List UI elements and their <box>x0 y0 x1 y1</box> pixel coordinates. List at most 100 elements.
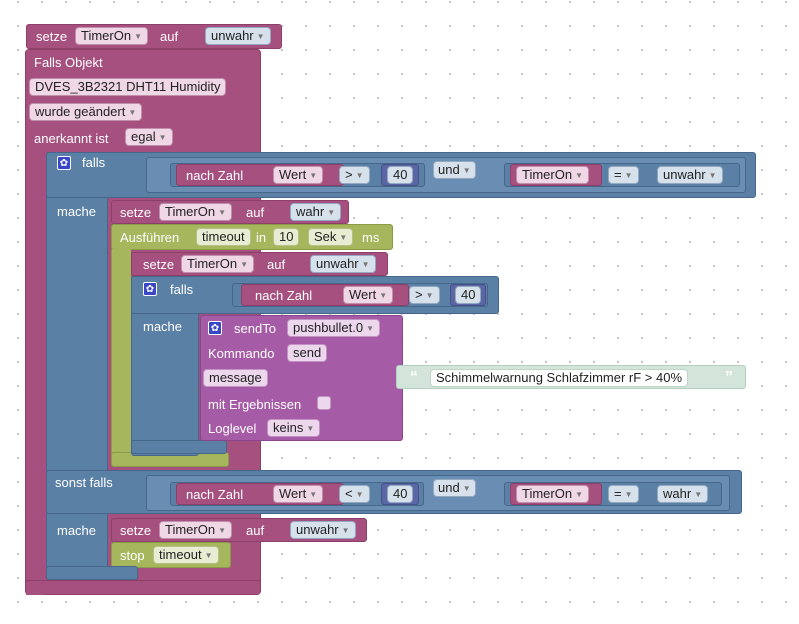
dropdown-arrow-icon: ▼ <box>624 490 633 499</box>
set-timer-block-4[interactable]: setze TimerOn▼ auf unwahr▼ <box>111 518 367 542</box>
dropdown-arrow-icon: ▼ <box>361 260 370 269</box>
ack-dropdown[interactable]: egal▼ <box>125 128 173 146</box>
message-field[interactable]: message <box>203 369 268 387</box>
setze-label: setze <box>143 257 175 272</box>
value-dropdown[interactable]: unwahr▼ <box>205 27 271 45</box>
sendto-block[interactable]: ✿ sendTo pushbullet.0▼ Kommando send mes… <box>200 315 403 441</box>
mit-ergebnissen-checkbox[interactable] <box>317 396 331 410</box>
dropdown-arrow-icon: ▼ <box>309 490 318 499</box>
value-dropdown[interactable]: unwahr▼ <box>290 521 356 539</box>
gear-icon[interactable]: ✿ <box>143 282 157 296</box>
auf-label: auf <box>246 523 265 538</box>
var-dropdown[interactable]: TimerOn▼ <box>516 166 589 184</box>
falls-label: falls <box>82 155 106 170</box>
var-dropdown[interactable]: TimerOn▼ <box>516 485 589 503</box>
number-field[interactable]: 40 <box>387 166 414 184</box>
nach-zahl-label: nach Zahl <box>186 168 244 183</box>
eq-dropdown[interactable]: =▼ <box>608 166 639 184</box>
operator-dropdown[interactable]: >▼ <box>409 286 440 304</box>
dropdown-arrow-icon: ▼ <box>134 32 142 41</box>
dropdown-arrow-icon: ▼ <box>309 171 318 180</box>
quote-icon: “ <box>410 369 418 386</box>
object-id-field[interactable]: DVES_3B2321 DHT11 Humidity <box>29 78 227 96</box>
dropdown-arrow-icon: ▼ <box>256 32 265 41</box>
timeout-dropdown[interactable]: timeout▼ <box>153 546 219 564</box>
dropdown-arrow-icon: ▼ <box>355 171 364 180</box>
sonst-falls-label: sonst falls <box>55 475 113 490</box>
dropdown-arrow-icon: ▼ <box>355 490 364 499</box>
and-dropdown[interactable]: und▼ <box>433 161 476 179</box>
timeout-block[interactable]: Ausführen timeout in 10 Sek▼ ms <box>111 224 393 250</box>
kommando-label: Kommando <box>208 346 275 361</box>
delay-field[interactable]: 10 <box>273 228 300 246</box>
mache-label: mache <box>57 204 97 219</box>
gear-icon[interactable]: ✿ <box>208 321 222 335</box>
timeout-name-field[interactable]: timeout <box>196 228 251 246</box>
var-dropdown[interactable]: TimerOn▼ <box>159 521 232 539</box>
dropdown-arrow-icon: ▼ <box>158 133 167 142</box>
dropdown-arrow-icon: ▼ <box>575 490 583 499</box>
dropdown-arrow-icon: ▼ <box>462 166 471 175</box>
set-timer-block-3[interactable]: setze TimerOn▼ auf unwahr▼ <box>131 252 388 276</box>
dropdown-arrow-icon: ▼ <box>339 233 348 242</box>
unit-dropdown[interactable]: Sek▼ <box>308 228 354 246</box>
wert-dropdown[interactable]: Wert▼ <box>273 166 324 184</box>
set-timer-block-1[interactable]: setze TimerOn▼ auf unwahr▼ <box>26 24 282 49</box>
condition-dropdown[interactable]: wurde geändert▼ <box>29 103 143 121</box>
dropdown-arrow-icon: ▼ <box>462 484 471 493</box>
setze-label: setze <box>36 29 68 44</box>
wert-dropdown[interactable]: Wert▼ <box>273 485 324 503</box>
mache-label: mache <box>143 319 183 334</box>
dropdown-arrow-icon: ▼ <box>341 526 350 535</box>
dropdown-arrow-icon: ▼ <box>379 291 388 300</box>
dropdown-arrow-icon: ▼ <box>218 526 226 535</box>
trigger-spine <box>26 50 44 595</box>
stop-label: stop <box>120 548 145 563</box>
quote-icon: ” <box>725 369 733 386</box>
kommando-field[interactable]: send <box>287 344 328 362</box>
message-text-field[interactable]: Schimmelwarnung Schlafzimmer rF > 40% <box>430 369 688 387</box>
stop-timeout-block[interactable]: stop timeout▼ <box>111 542 231 568</box>
setze-label: setze <box>120 523 152 538</box>
timeout-spine <box>111 249 131 464</box>
ms-label: ms <box>362 230 380 245</box>
nach-zahl-label: nach Zahl <box>186 487 244 502</box>
dropdown-arrow-icon: ▼ <box>240 260 248 269</box>
sendto-label: sendTo <box>234 321 276 336</box>
operator-dropdown[interactable]: <▼ <box>339 485 370 503</box>
number-field[interactable]: 40 <box>387 485 414 503</box>
text-block[interactable]: “ Schimmelwarnung Schlafzimmer rF > 40% … <box>396 365 746 389</box>
trigger-title: Falls Objekt <box>34 55 103 70</box>
mache-label-2: mache <box>57 523 97 538</box>
bool-dropdown[interactable]: unwahr▼ <box>657 166 723 184</box>
value-dropdown[interactable]: wahr▼ <box>290 203 342 221</box>
nach-zahl-label: nach Zahl <box>255 288 313 303</box>
dropdown-arrow-icon: ▼ <box>327 208 336 217</box>
dropdown-arrow-icon: ▼ <box>425 291 434 300</box>
gear-icon[interactable]: ✿ <box>57 156 71 170</box>
dropdown-arrow-icon: ▼ <box>204 551 213 560</box>
wert-dropdown[interactable]: Wert▼ <box>343 286 394 304</box>
dropdown-arrow-icon: ▼ <box>694 490 703 499</box>
var-dropdown[interactable]: TimerOn▼ <box>159 203 232 221</box>
value-dropdown[interactable]: unwahr▼ <box>310 255 376 273</box>
set-timer-block-2[interactable]: setze TimerOn▼ auf wahr▼ <box>111 200 349 224</box>
dropdown-arrow-icon: ▼ <box>575 171 583 180</box>
number-field[interactable]: 40 <box>455 286 482 304</box>
bool-dropdown[interactable]: wahr▼ <box>657 485 709 503</box>
eq-dropdown[interactable]: =▼ <box>608 485 639 503</box>
operator-dropdown[interactable]: >▼ <box>339 166 370 184</box>
loglevel-dropdown[interactable]: keins▼ <box>267 419 321 437</box>
instance-dropdown[interactable]: pushbullet.0▼ <box>287 319 381 337</box>
dropdown-arrow-icon: ▼ <box>624 171 633 180</box>
if-bottom <box>46 566 138 580</box>
var-dropdown[interactable]: TimerOn▼ <box>181 255 254 273</box>
dropdown-arrow-icon: ▼ <box>366 324 375 333</box>
trigger-bottom <box>26 580 260 594</box>
and-dropdown[interactable]: und▼ <box>433 479 476 497</box>
var-dropdown[interactable]: TimerOn▼ <box>75 27 148 45</box>
loglevel-label: Loglevel <box>208 421 257 436</box>
if2-bottom <box>131 440 227 454</box>
setze-label: setze <box>120 205 152 220</box>
dropdown-arrow-icon: ▼ <box>306 424 315 433</box>
